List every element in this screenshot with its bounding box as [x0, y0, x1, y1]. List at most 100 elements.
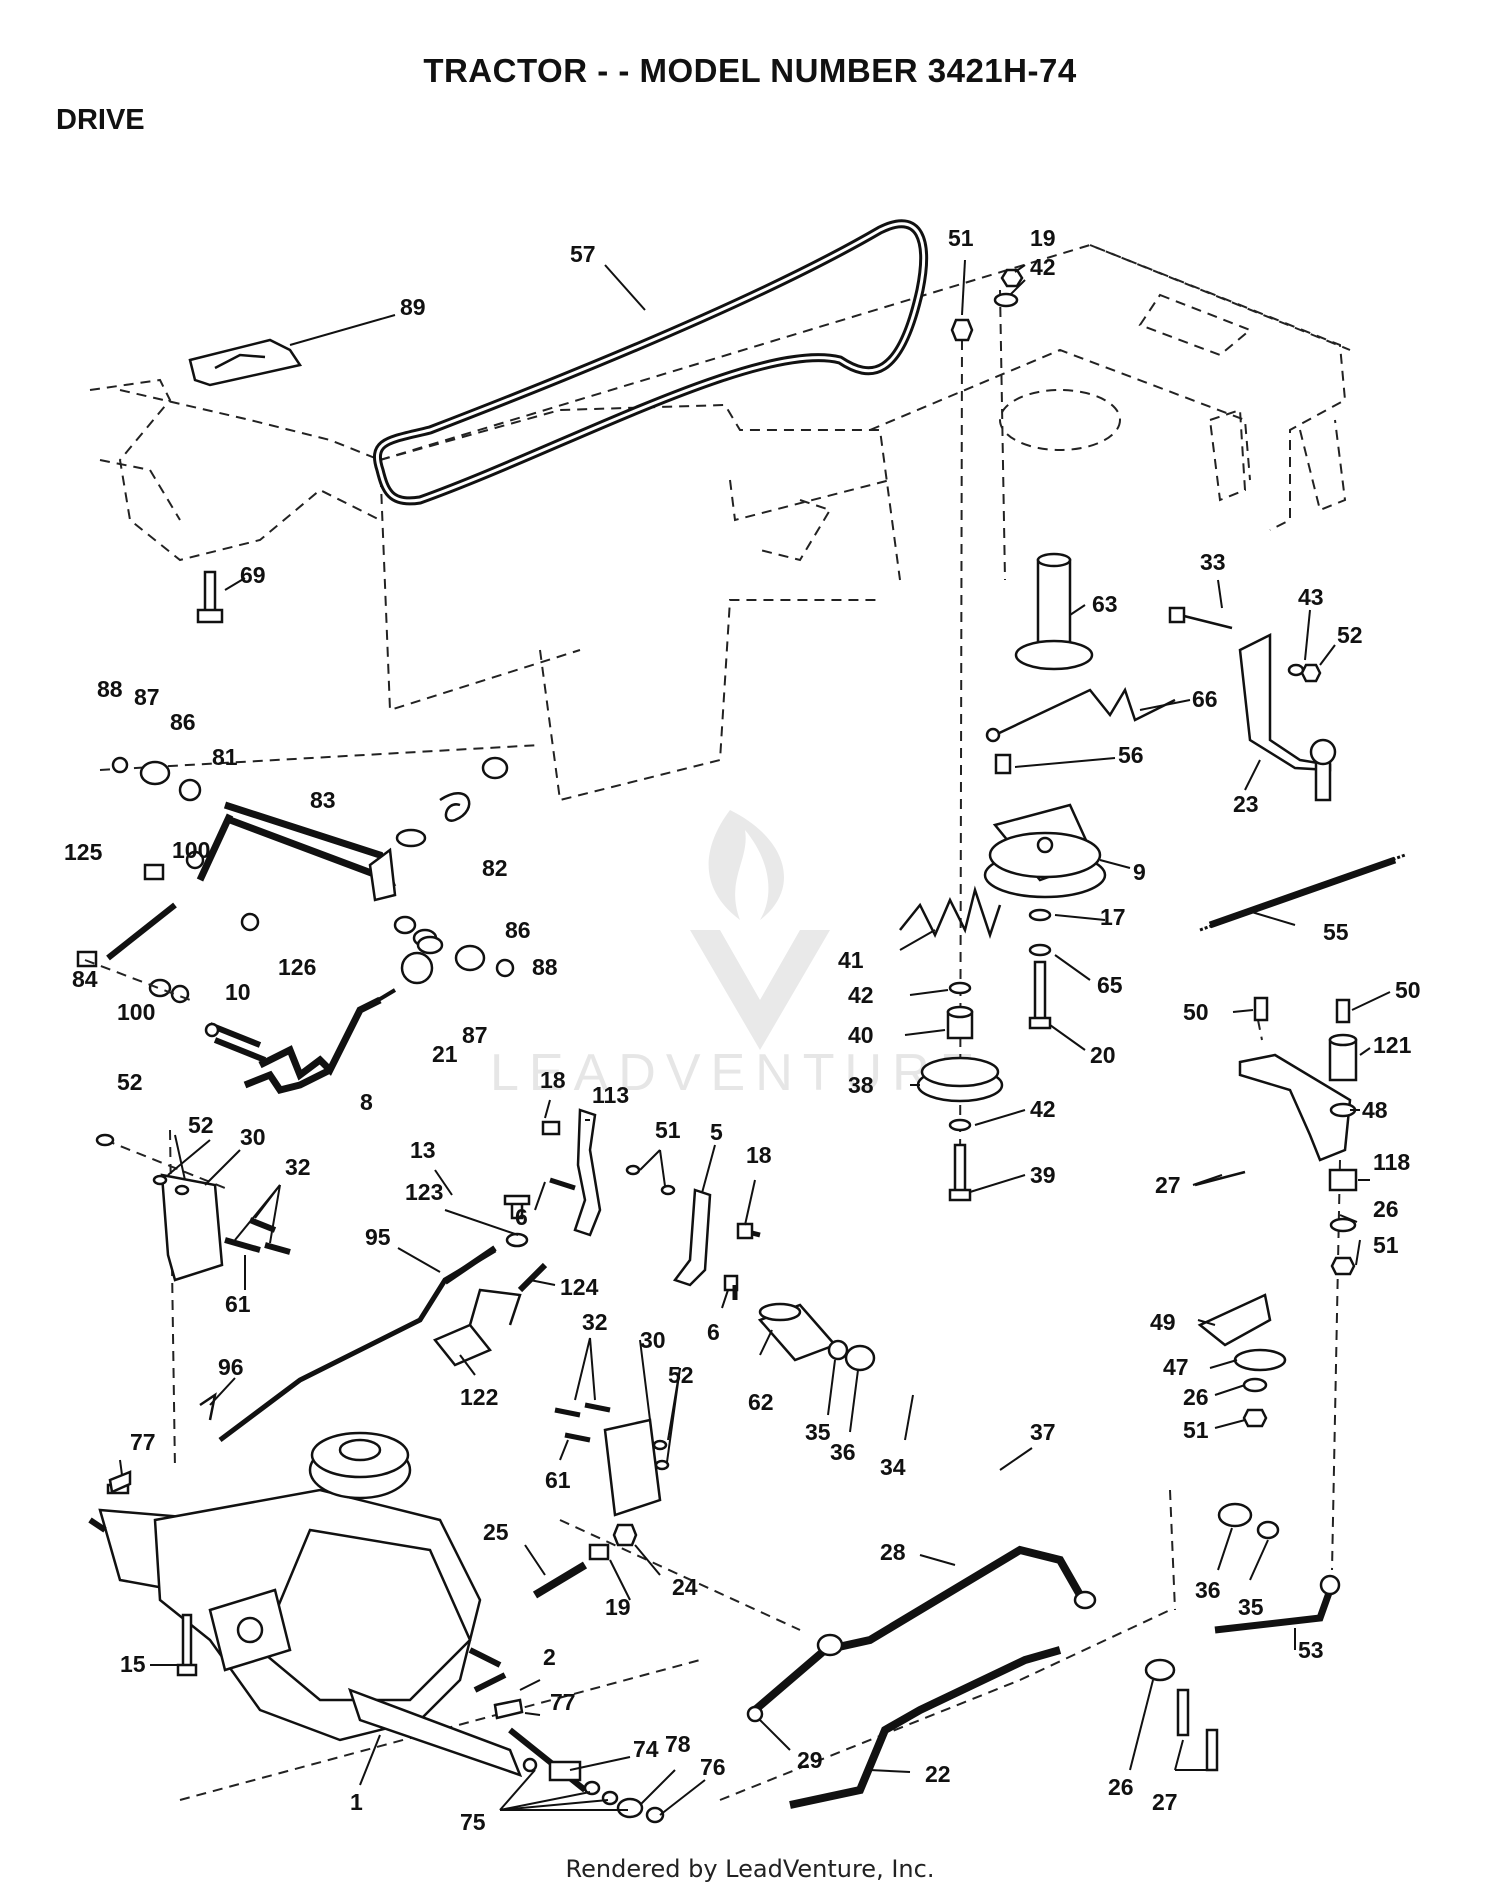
- callout-124: 124: [560, 1274, 599, 1300]
- drive-belt: [373, 219, 929, 506]
- callout-36b: 36: [1195, 1577, 1221, 1603]
- bolt-69: [196, 570, 224, 624]
- callout-77b: 77: [550, 1689, 576, 1715]
- callout-55: 55: [1323, 919, 1349, 945]
- callout-18a: 18: [540, 1067, 566, 1093]
- callout-23: 23: [1233, 791, 1259, 817]
- callout-52a: 52: [1337, 622, 1363, 648]
- callout-52d: 52: [668, 1362, 694, 1388]
- callout-38: 38: [848, 1072, 874, 1098]
- callout-62: 62: [748, 1389, 774, 1415]
- callout-20: 20: [1090, 1042, 1116, 1068]
- callout-50b: 50: [1395, 977, 1421, 1003]
- callout-82: 82: [482, 855, 508, 881]
- bracket-113-5: [503, 1108, 761, 1300]
- callout-6a: 6: [515, 1204, 528, 1230]
- callout-83: 83: [310, 787, 336, 813]
- callout-89: 89: [400, 294, 426, 320]
- spacer-62: [757, 1302, 914, 1441]
- callout-84: 84: [72, 966, 98, 992]
- shift-plate: [188, 338, 303, 387]
- callout-26c: 26: [1108, 1774, 1134, 1800]
- callout-125: 125: [64, 839, 103, 865]
- callout-21: 21: [432, 1041, 458, 1067]
- callout-51b: 51: [1373, 1232, 1399, 1258]
- callout-47: 47: [1163, 1354, 1189, 1380]
- bracket-23: [1168, 606, 1337, 802]
- callout-87b: 87: [462, 1022, 488, 1048]
- callout-77a: 77: [130, 1429, 156, 1455]
- callout-22: 22: [925, 1761, 951, 1787]
- key-77: [108, 1470, 524, 1720]
- callout-88b: 88: [532, 954, 558, 980]
- callout-123: 123: [405, 1179, 443, 1205]
- callout-41: 41: [838, 947, 864, 973]
- callout-61a: 61: [225, 1291, 251, 1317]
- rod-95: [199, 1245, 548, 1442]
- hardware-51-19-42: [950, 268, 1024, 342]
- callout-29: 29: [797, 1747, 823, 1773]
- callout-30b: 30: [640, 1327, 666, 1353]
- callout-26a: 26: [1373, 1196, 1399, 1222]
- callout-17: 17: [1100, 904, 1126, 930]
- callout-27a: 27: [1155, 1172, 1181, 1198]
- callout-61b: 61: [545, 1467, 571, 1493]
- callout-42c: 42: [1030, 1096, 1056, 1122]
- callout-1: 1: [350, 1789, 363, 1815]
- callout-36a: 36: [830, 1439, 856, 1465]
- callout-52c: 52: [188, 1112, 214, 1138]
- rod-28-22: [746, 1545, 1097, 1809]
- callout-13: 13: [410, 1137, 436, 1163]
- callout-50a: 50: [1183, 999, 1209, 1025]
- callout-30a: 30: [240, 1124, 266, 1150]
- callout-42a: 42: [1030, 254, 1056, 280]
- callout-126: 126: [278, 954, 316, 980]
- callout-121: 121: [1373, 1032, 1412, 1058]
- callout-74: 74: [633, 1736, 659, 1762]
- page-title: TRACTOR - - MODEL NUMBER 3421H-74: [423, 52, 1077, 89]
- callout-51d: 51: [1183, 1417, 1209, 1443]
- callout-42b: 42: [848, 982, 874, 1008]
- callout-40: 40: [848, 1022, 874, 1048]
- pulley-stack: [899, 289, 1176, 1202]
- spring-55: [1199, 853, 1406, 932]
- callout-56: 56: [1118, 742, 1144, 768]
- section-title: DRIVE: [56, 104, 145, 136]
- callout-33: 33: [1200, 549, 1226, 575]
- washer-26-clevis-27: [1144, 1658, 1219, 1772]
- callout-5: 5: [710, 1119, 723, 1145]
- callout-100a: 100: [172, 837, 210, 863]
- plate-30-left: [95, 1129, 291, 1471]
- watermark-text: LEADVENTURE: [490, 1044, 984, 1102]
- callout-69: 69: [240, 562, 266, 588]
- callout-8: 8: [360, 1089, 373, 1115]
- callout-65: 65: [1097, 972, 1123, 998]
- leadventure-watermark-logo: LEADVENTURE: [490, 810, 984, 1102]
- transaxle-assembly: [88, 1431, 1171, 1801]
- callout-19a: 19: [1030, 225, 1056, 251]
- callout-18b: 18: [746, 1142, 772, 1168]
- spring-25: [532, 1523, 638, 1599]
- callout-15: 15: [120, 1651, 146, 1677]
- callout-52b: 52: [117, 1069, 143, 1095]
- bracket-48-assembly: [1169, 996, 1358, 1634]
- callout-96: 96: [218, 1354, 244, 1380]
- callout-81: 81: [212, 744, 238, 770]
- callout-86b: 86: [505, 917, 531, 943]
- leader-lines: [119, 259, 1391, 1816]
- plate-30-right: [554, 1402, 670, 1517]
- callout-113: 113: [592, 1082, 629, 1108]
- lever-assembly-81: [76, 744, 541, 1004]
- callout-24: 24: [672, 1574, 698, 1600]
- callout-25: 25: [483, 1519, 509, 1545]
- callout-51c: 51: [655, 1117, 681, 1143]
- callout-6b: 6: [707, 1319, 720, 1345]
- callout-9: 9: [1133, 859, 1146, 885]
- callout-32a: 32: [285, 1154, 311, 1180]
- callout-39: 39: [1030, 1162, 1056, 1188]
- callout-35b: 35: [1238, 1594, 1264, 1620]
- leader-89: [289, 314, 396, 346]
- callout-27b: 27: [1152, 1789, 1178, 1815]
- callout-88a: 88: [97, 676, 123, 702]
